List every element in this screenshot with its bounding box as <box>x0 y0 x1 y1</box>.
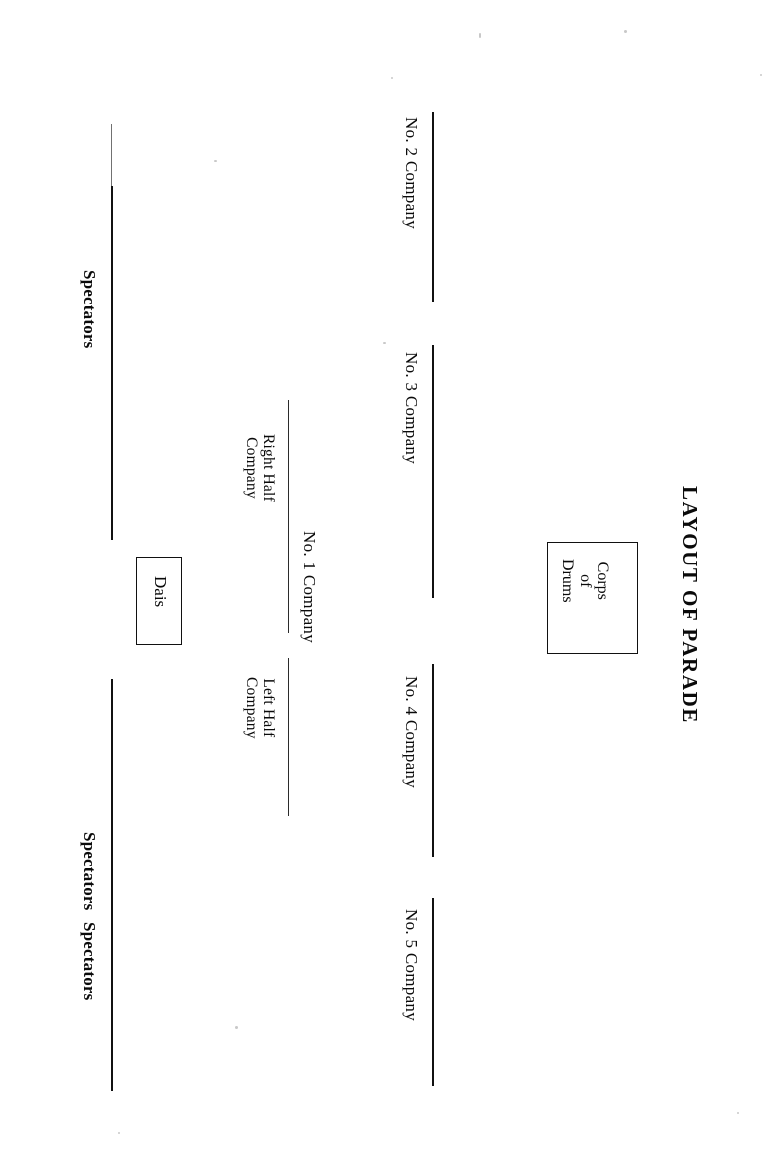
spectators-top-rule-solid <box>111 186 113 540</box>
corps-of-drums-line-3: Drums <box>559 559 577 603</box>
right-half-company-label: Right Half Company <box>243 434 277 502</box>
company-5-rule <box>432 898 434 1086</box>
left-half-line-1: Left Half <box>260 678 277 738</box>
spectators-bottom-label: Spectators <box>80 922 99 1001</box>
spectators-top-label: Spectators <box>80 270 99 349</box>
dais-box: Dais <box>136 557 182 645</box>
company-2-label: No. 2 Company <box>402 117 421 230</box>
scan-speck <box>737 1112 739 1114</box>
left-half-rule <box>288 658 290 816</box>
company-3-label: No. 3 Company <box>402 352 421 465</box>
spectators-bottom-rule <box>111 679 113 1091</box>
right-half-line-1: Right Half <box>260 434 277 502</box>
spectators-middle-label: Spectators <box>80 832 99 911</box>
spectators-top-rule <box>111 124 113 208</box>
company-3-rule <box>432 345 434 598</box>
scan-speck <box>214 160 217 162</box>
corps-of-drums-box: Corps of Drums <box>547 542 638 654</box>
scan-speck <box>118 1132 120 1134</box>
corps-of-drums-line-1: Corps <box>594 561 611 600</box>
company-5-label: No. 5 Company <box>402 909 421 1022</box>
scan-speck <box>479 33 481 38</box>
scan-speck <box>624 30 627 33</box>
left-half-company-label: Left Half Company <box>243 677 277 739</box>
scan-speck <box>383 342 386 344</box>
dais-line-1: Dais <box>151 576 170 608</box>
company-2-rule <box>432 112 434 302</box>
dais-label: Dais <box>151 576 170 608</box>
page-title: LAYOUT OF PARADE <box>678 486 702 724</box>
corps-of-drums-label: Corps of Drums <box>559 559 611 603</box>
scan-speck <box>235 1026 238 1029</box>
left-half-line-2: Company <box>243 677 261 739</box>
corps-of-drums-line-2: of <box>576 574 594 588</box>
company-1-label: No. 1 Company <box>300 531 319 644</box>
company-4-label: No. 4 Company <box>402 676 421 789</box>
right-half-line-2: Company <box>243 437 261 499</box>
scan-speck <box>391 77 393 79</box>
right-half-rule <box>288 400 290 633</box>
company-4-rule <box>432 664 434 857</box>
scan-speck <box>760 74 762 76</box>
